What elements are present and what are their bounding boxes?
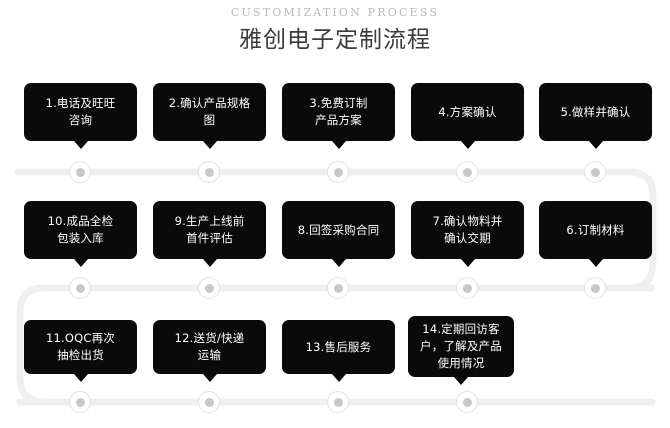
flow-node-marker xyxy=(456,277,478,299)
flow-step-label: 2.确认产品规格 图 xyxy=(168,96,251,127)
flow-step-card[interactable]: 8.回签采购合同 xyxy=(282,201,395,267)
flow-step-card[interactable]: 14.定期回访客 户，了解及产品 使用情况 xyxy=(408,316,514,385)
flow-step-label: 11.OQC再次 抽检出货 xyxy=(45,331,116,362)
flow-step-label: 3.免费订制 产品方案 xyxy=(309,96,368,127)
flow-node-marker xyxy=(198,391,220,413)
flow-step-label: 5.做样并确认 xyxy=(560,104,631,119)
page-header: CUSTOMIZATION PROCESS 雅创电子定制流程 xyxy=(0,0,670,55)
flow-node-marker xyxy=(69,161,91,183)
flow-step-card[interactable]: 3.免费订制 产品方案 xyxy=(282,83,395,149)
flow-step-label: 1.电话及旺旺 咨询 xyxy=(45,96,116,127)
flow-node-marker xyxy=(327,161,349,183)
flow-step-label: 12.送货/快递 运输 xyxy=(174,331,245,362)
flow-node-marker xyxy=(456,161,478,183)
flow-node-marker xyxy=(584,277,606,299)
flow-step-card[interactable]: 6.订制材料 xyxy=(539,201,652,267)
flow-step-label: 10.成品全检 包装入库 xyxy=(47,214,114,245)
flow-step-card[interactable]: 4.方案确认 xyxy=(411,83,524,149)
flow-node-marker xyxy=(327,391,349,413)
page-title: 雅创电子定制流程 xyxy=(239,27,431,53)
flow-node-marker xyxy=(584,161,606,183)
flow-node-marker xyxy=(327,277,349,299)
flow-step-label: 6.订制材料 xyxy=(566,222,625,237)
flow-node-marker xyxy=(456,391,478,413)
flow-step-label: 4.方案确认 xyxy=(438,104,497,119)
flow-node-marker xyxy=(198,161,220,183)
flow-step-card[interactable]: 1.电话及旺旺 咨询 xyxy=(24,83,137,149)
flow-node-marker xyxy=(69,277,91,299)
flow-step-card[interactable]: 9.生产上线前 首件评估 xyxy=(153,201,266,267)
flow-step-card[interactable]: 5.做样并确认 xyxy=(539,83,652,149)
flow-step-label: 7.确认物料并 确认交期 xyxy=(432,214,503,245)
flow-step-card[interactable]: 12.送货/快递 运输 xyxy=(153,320,266,382)
flow-step-label: 13.售后服务 xyxy=(305,339,372,354)
flow-step-card[interactable]: 10.成品全检 包装入库 xyxy=(24,201,137,267)
flow-node-marker xyxy=(69,391,91,413)
flow-step-card[interactable]: 7.确认物料并 确认交期 xyxy=(411,201,524,267)
page-subtitle: CUSTOMIZATION PROCESS xyxy=(230,6,440,19)
flow-step-label: 9.生产上线前 首件评估 xyxy=(174,214,245,245)
flow-step-card[interactable]: 13.售后服务 xyxy=(282,320,395,382)
flow-step-card[interactable]: 2.确认产品规格 图 xyxy=(153,83,266,149)
flow-step-label: 14.定期回访客 户，了解及产品 使用情况 xyxy=(420,322,502,370)
flow-step-label: 8.回签采购合同 xyxy=(297,222,380,237)
flow-node-marker xyxy=(198,277,220,299)
flow-step-card[interactable]: 11.OQC再次 抽检出货 xyxy=(24,320,137,382)
